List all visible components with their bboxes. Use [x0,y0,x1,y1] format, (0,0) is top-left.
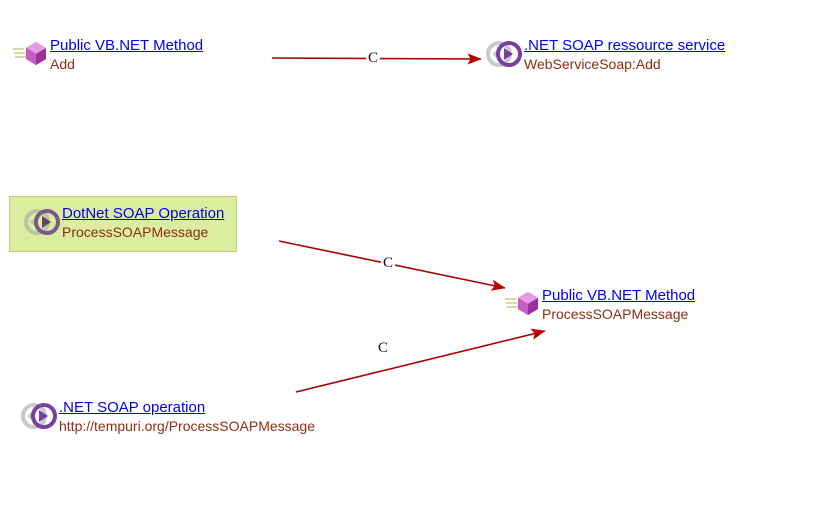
node-label-group: Public VB.NET Method Add [50,37,204,72]
node-subtitle: ProcessSOAPMessage [62,223,209,240]
node-title-link[interactable]: Public VB.NET Method [542,287,696,304]
cube-method-icon [12,39,50,69]
node-dotnet-soap-ressource-service[interactable]: .NET SOAP ressource service WebServiceSo… [486,37,726,72]
node-label-group: DotNet SOAP Operation ProcessSOAPMessage [62,205,225,240]
node-label-group: .NET SOAP ressource service WebServiceSo… [524,37,726,72]
node-public-vbnet-method-processsoapmessage[interactable]: Public VB.NET Method ProcessSOAPMessage [504,287,696,322]
soap-operation-icon [486,39,524,69]
node-title-link[interactable]: DotNet SOAP Operation [62,205,225,222]
node-dotnet-soap-operation-tempuri[interactable]: .NET SOAP operation http://tempuri.org/P… [21,399,315,434]
node-label-group: .NET SOAP operation http://tempuri.org/P… [59,399,315,434]
soap-operation-icon [21,401,59,431]
cube-method-icon [504,289,542,319]
edge-label-c-2: C [381,255,396,271]
edge-tempuri-to-method[interactable] [295,328,546,393]
node-title-link[interactable]: .NET SOAP ressource service [524,37,726,54]
node-public-vbnet-method-add[interactable]: Public VB.NET Method Add [12,37,204,72]
node-dotnet-soap-operation-process[interactable]: DotNet SOAP Operation ProcessSOAPMessage [9,196,238,253]
node-subtitle: http://tempuri.org/ProcessSOAPMessage [59,417,315,434]
node-subtitle: WebServiceSoap:Add [524,55,661,72]
edge-label-c-3: C [376,340,391,356]
node-subtitle: Add [50,55,75,72]
edge-label-c-1: C [366,50,381,66]
node-subtitle: ProcessSOAPMessage [542,305,689,322]
node-title-link[interactable]: Public VB.NET Method [50,37,204,54]
node-label-group: Public VB.NET Method ProcessSOAPMessage [542,287,696,322]
node-title-link[interactable]: .NET SOAP operation [59,399,206,416]
soap-operation-icon [24,207,62,237]
